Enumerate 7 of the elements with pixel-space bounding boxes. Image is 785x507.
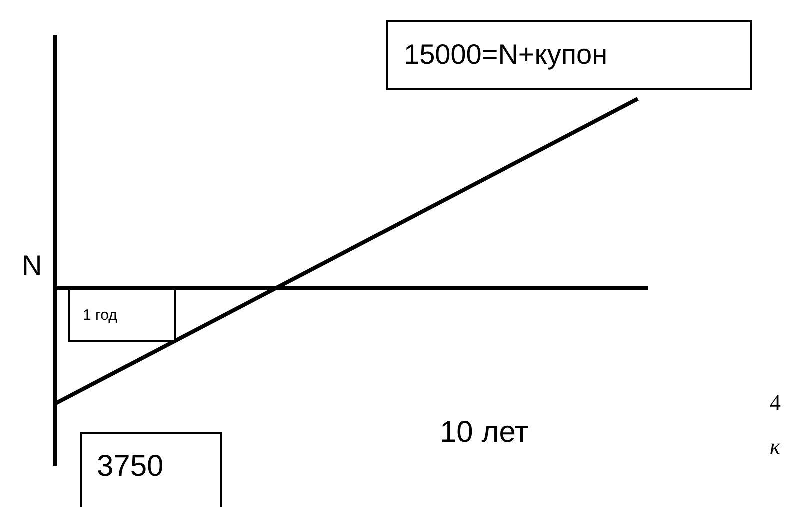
label: 10 лет [440, 418, 529, 448]
text-box: 3750 [80, 432, 222, 507]
text-box: 1 год [68, 288, 176, 342]
text-box: 15000=N+купон [386, 20, 752, 90]
label: к [770, 436, 780, 458]
label: N [22, 252, 42, 280]
label: 4 [770, 392, 781, 414]
